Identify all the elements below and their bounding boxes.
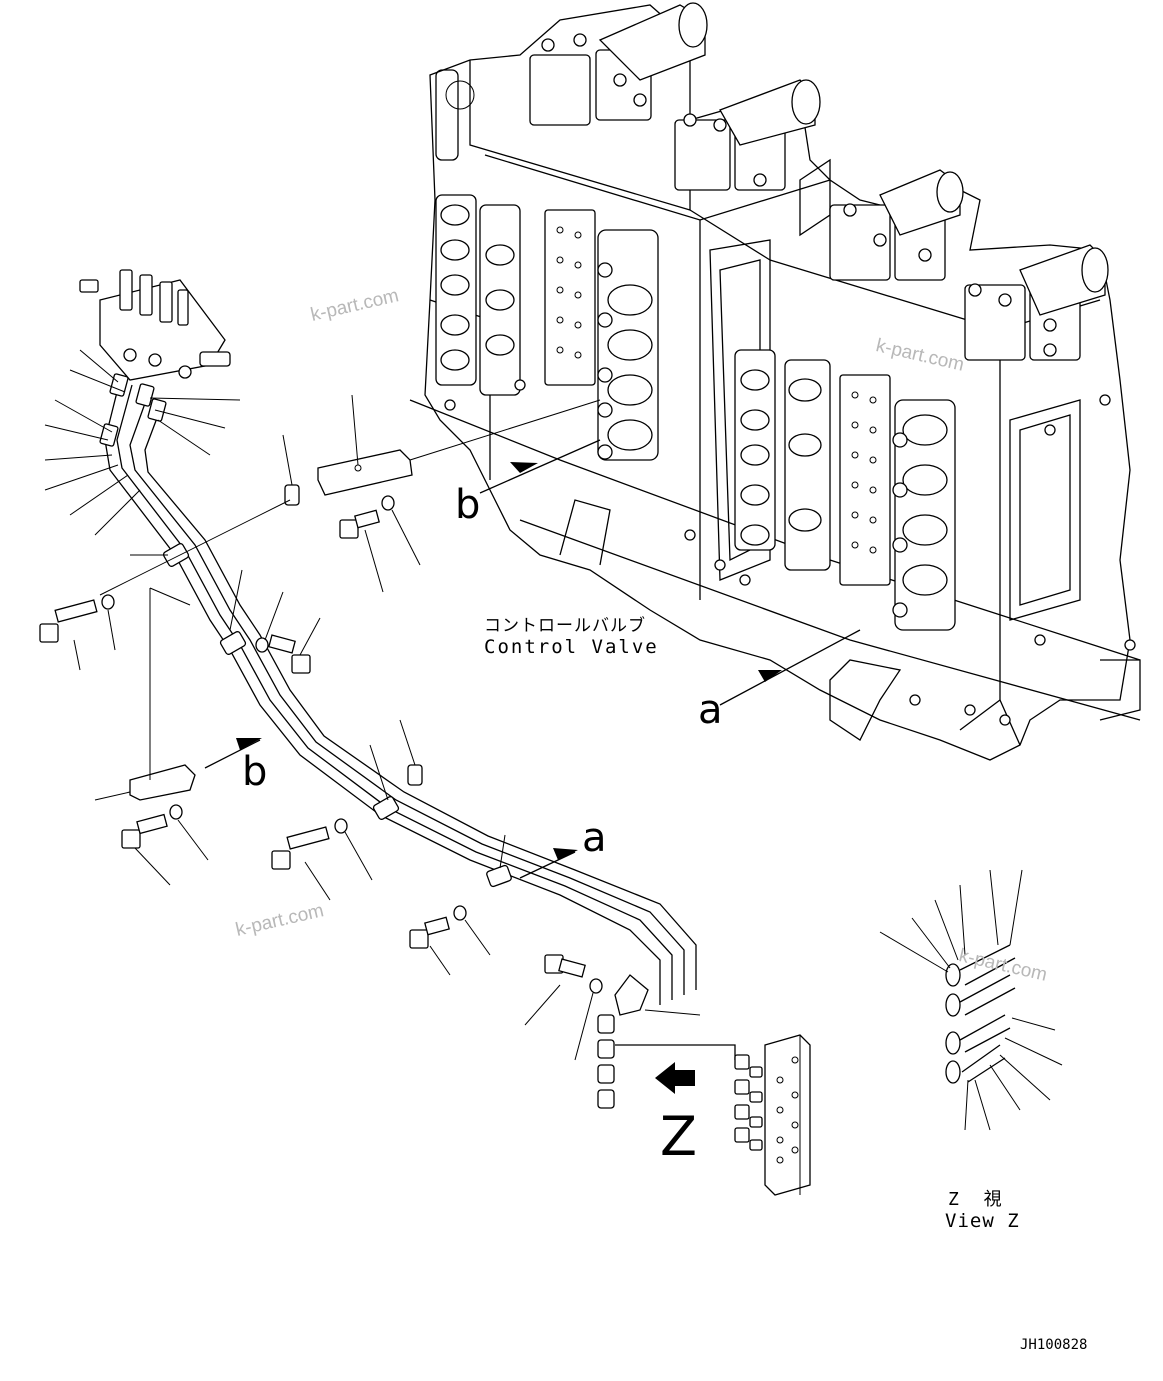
control-valve-label-jp: コントロールバルブ — [484, 616, 646, 636]
view-z-arrow — [655, 1062, 695, 1094]
right-spool-stack — [734, 349, 956, 631]
base-bolts — [444, 379, 1136, 726]
reference-arrows — [204, 439, 861, 879]
spacer-2 — [407, 764, 423, 786]
pilot-valves-top — [529, 2, 1109, 361]
marker-a-lower: a — [582, 815, 607, 861]
marker-b-upper: b — [455, 482, 481, 528]
bolt-7 — [544, 954, 586, 978]
manifold-block — [79, 269, 231, 381]
view-z-letter: Z — [660, 1105, 697, 1168]
control-valve-label-en: Control Valve — [484, 636, 659, 658]
view-z-label-en: View Z — [945, 1210, 1020, 1232]
left-spool-stack — [435, 194, 659, 461]
port-block — [734, 1034, 811, 1196]
pipe-bundle — [99, 373, 736, 1109]
bracket-lower — [129, 764, 196, 801]
marker-a-right: a — [698, 687, 723, 733]
control-valve-assembly — [409, 2, 1141, 761]
bolt-2 — [39, 599, 98, 643]
bolt-3 — [268, 634, 311, 674]
drawing-number: JH100828 — [1020, 1337, 1088, 1353]
marker-b-lower: b — [242, 749, 268, 795]
bolt-1 — [339, 509, 380, 539]
bolt-6 — [409, 916, 450, 949]
view-z-label-jp: Z 視 — [948, 1189, 1002, 1210]
bolt-5 — [271, 826, 330, 870]
bolt-4 — [121, 813, 168, 849]
hardware-parts — [39, 449, 603, 994]
bracket-upper — [317, 449, 413, 496]
hose-fittings-lower — [597, 1014, 736, 1109]
hose-fittings-upper — [99, 373, 167, 447]
leader-lines — [44, 349, 701, 1061]
view-z-detail — [879, 869, 1063, 1131]
